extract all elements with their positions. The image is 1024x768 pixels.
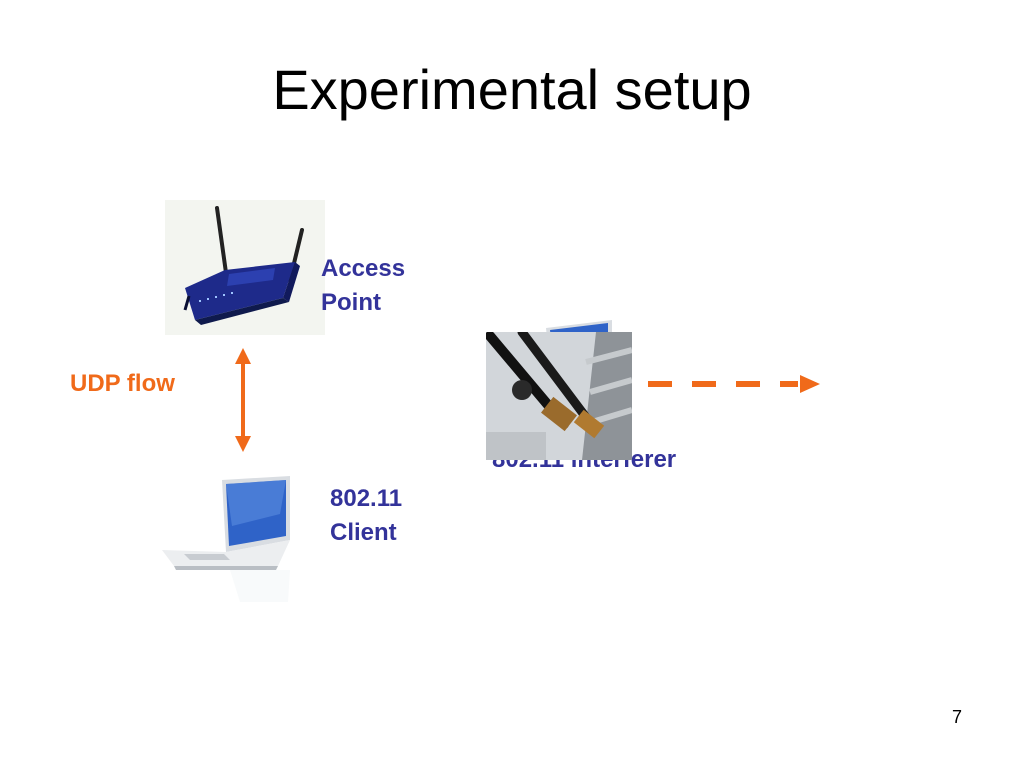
antenna-icon xyxy=(486,332,632,460)
udp-flow-arrow xyxy=(235,348,251,452)
interference-arrow xyxy=(648,375,820,393)
access-point-label-line2: Point xyxy=(321,289,381,316)
page-number: 7 xyxy=(951,707,962,727)
access-point-label: Access Point xyxy=(321,252,405,320)
client-label-line2: Client xyxy=(330,519,397,546)
client-label-line1: 802.11 xyxy=(330,485,403,512)
slide-title: Experimental setup xyxy=(272,58,752,121)
laptop-icon xyxy=(162,476,290,602)
udp-flow-label: UDP flow xyxy=(70,370,175,397)
router-icon xyxy=(165,200,325,335)
client-label: 802.11 Client xyxy=(330,482,402,550)
access-point-label-line1: Access xyxy=(321,255,406,282)
